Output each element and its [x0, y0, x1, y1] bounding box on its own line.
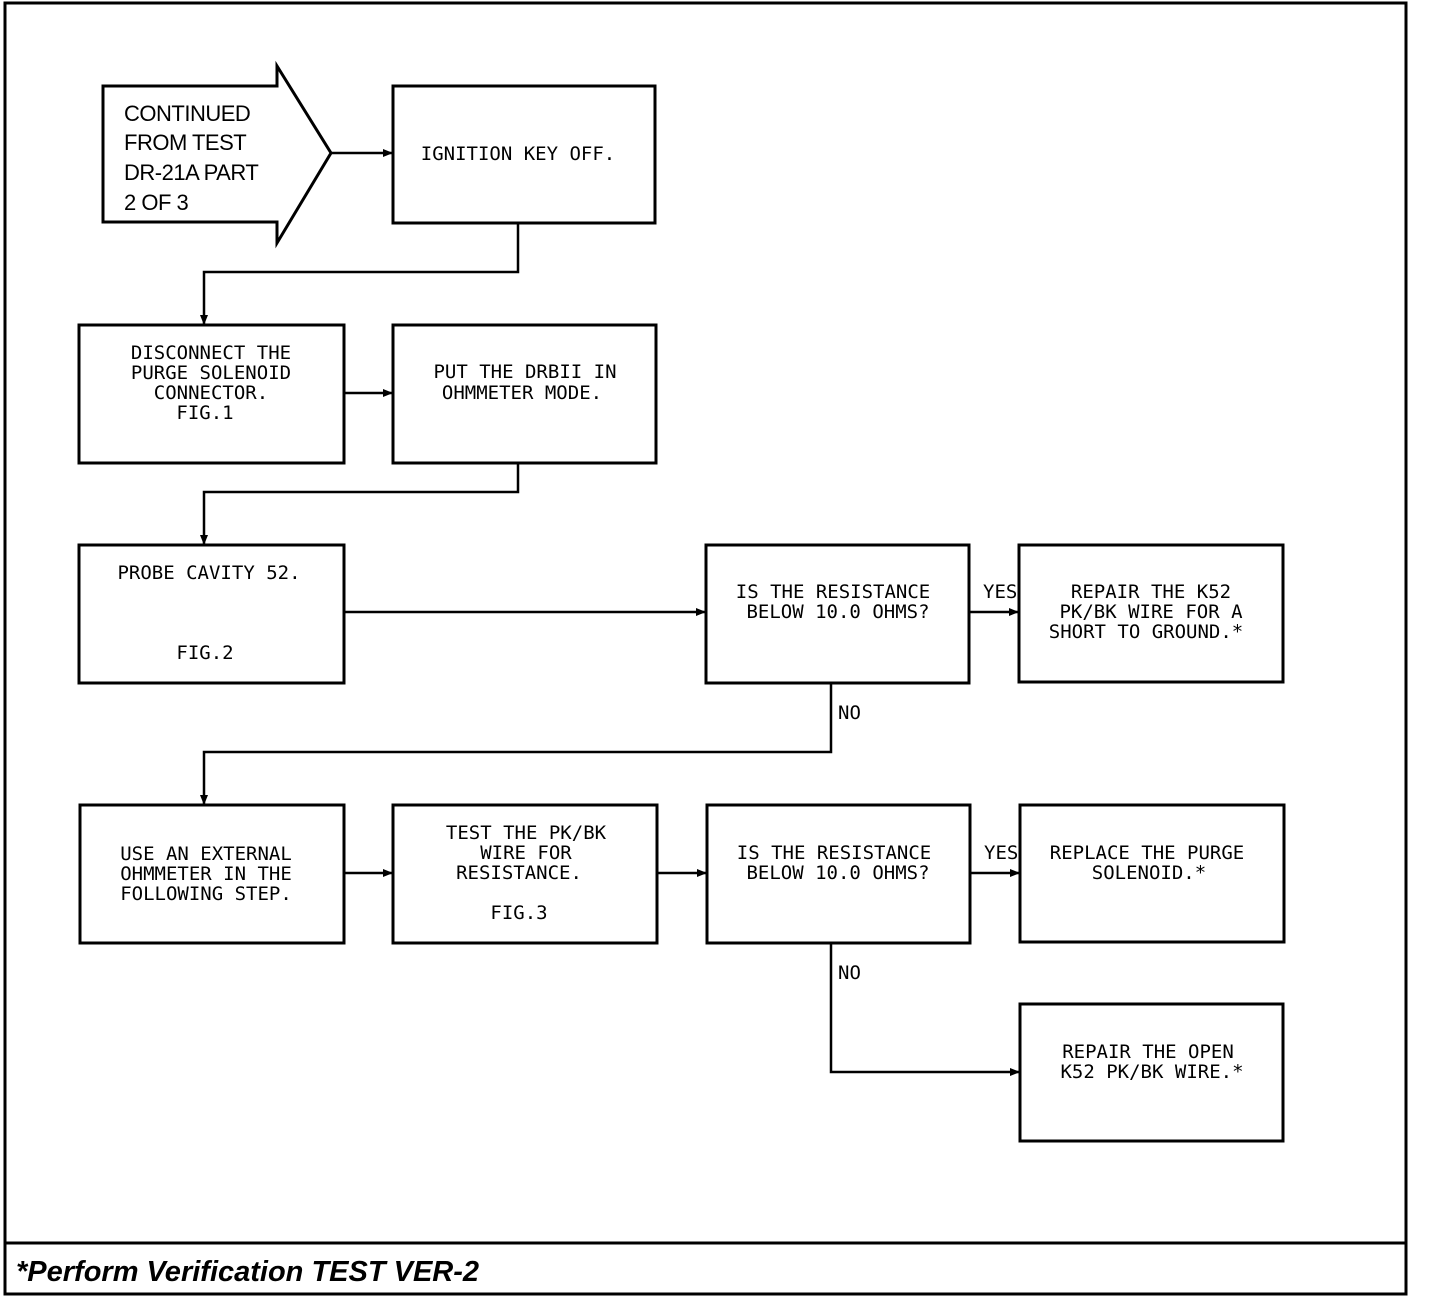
test-line-2: WIRE FOR — [480, 842, 572, 864]
page-border — [3, 1, 1408, 1296]
decision2-yes-label: YES — [984, 842, 1018, 864]
drb-line-2: OHMMETER MODE. — [442, 382, 602, 404]
step-test-wire-resistance: TEST THE PK/BK WIRE FOR RESISTANCE. FIG.… — [391, 803, 659, 945]
arrow-ignition-to-disconnect — [200, 223, 520, 325]
test-line-4: FIG.3 — [490, 902, 547, 924]
continued-line-4: 2 OF 3 — [124, 190, 189, 215]
arrow-decision1-no — [200, 683, 833, 805]
disconnect-line-4: FIG.1 — [176, 402, 233, 424]
continued-from-text: CONTINUED FROM TEST DR-21A PART 2 OF 3 — [124, 101, 259, 215]
continued-line-1: CONTINUED — [124, 101, 250, 126]
test-line-1: TEST THE PK/BK — [446, 822, 607, 844]
step-repair-open-wire: REPAIR THE OPEN K52 PK/BK WIRE.* — [1018, 1002, 1285, 1143]
decision-resistance-2: IS THE RESISTANCE BELOW 10.0 OHMS? — [705, 803, 972, 945]
ignition-line-1: IGNITION KEY OFF. — [421, 143, 615, 165]
external-line-1: USE AN EXTERNAL — [120, 843, 292, 865]
disconnect-line-2: PURGE SOLENOID — [131, 362, 291, 384]
step-external-ohmmeter: USE AN EXTERNAL OHMMETER IN THE FOLLOWIN… — [78, 803, 346, 945]
decision1-line-2: BELOW 10.0 OHMS? — [746, 601, 929, 623]
repair-short-line-2: PK/BK WIRE FOR A — [1059, 601, 1243, 623]
decision1-yes-label: YES — [983, 581, 1017, 603]
arrow-decision2-no — [829, 943, 1020, 1076]
test-line-3: RESISTANCE. — [456, 862, 582, 884]
probe-line-2: FIG.2 — [176, 642, 233, 664]
step-disconnect-connector: DISCONNECT THE PURGE SOLENOID CONNECTOR.… — [77, 323, 346, 465]
continued-line-2: FROM TEST — [124, 130, 246, 155]
drb-line-1: PUT THE DRBII IN — [433, 361, 616, 383]
repair-open-line-2: K52 PK/BK WIRE.* — [1060, 1061, 1243, 1083]
probe-line-1: PROBE CAVITY 52. — [117, 562, 300, 584]
decision2-line-1: IS THE RESISTANCE — [737, 842, 931, 864]
external-line-2: OHMMETER IN THE — [120, 863, 292, 885]
external-line-3: FOLLOWING STEP. — [120, 883, 292, 905]
repair-open-line-1: REPAIR THE OPEN — [1062, 1041, 1234, 1063]
step-ignition-key-off: IGNITION KEY OFF. — [391, 84, 657, 225]
arrow-drb-to-probe — [200, 463, 520, 545]
repair-short-line-1: REPAIR THE K52 — [1071, 581, 1231, 603]
decision1-no-label: NO — [838, 702, 861, 724]
repair-short-line-3: SHORT TO GROUND.* — [1049, 621, 1243, 643]
decision2-no-label: NO — [838, 962, 861, 984]
replace-line-1: REPLACE THE PURGE — [1050, 842, 1244, 864]
disconnect-line-3: CONNECTOR. — [154, 382, 268, 404]
step-drb-ohmmeter-mode: PUT THE DRBII IN OHMMETER MODE. — [391, 323, 658, 465]
footer-note: *Perform Verification TEST VER-2 — [16, 1256, 479, 1288]
step-repair-short-to-ground: REPAIR THE K52 PK/BK WIRE FOR A SHORT TO… — [1017, 543, 1285, 684]
replace-line-2: SOLENOID.* — [1092, 862, 1206, 884]
disconnect-line-1: DISCONNECT THE — [131, 342, 291, 364]
continued-line-3: DR-21A PART — [124, 160, 258, 185]
step-replace-purge-solenoid: REPLACE THE PURGE SOLENOID.* — [1018, 803, 1286, 944]
step-probe-cavity: PROBE CAVITY 52. FIG.2 — [77, 543, 346, 685]
decision1-line-1: IS THE RESISTANCE — [736, 581, 930, 603]
decision2-line-2: BELOW 10.0 OHMS? — [746, 862, 929, 884]
continued-from-arrow — [101, 60, 333, 249]
decision-resistance-1: IS THE RESISTANCE BELOW 10.0 OHMS? — [704, 543, 971, 685]
